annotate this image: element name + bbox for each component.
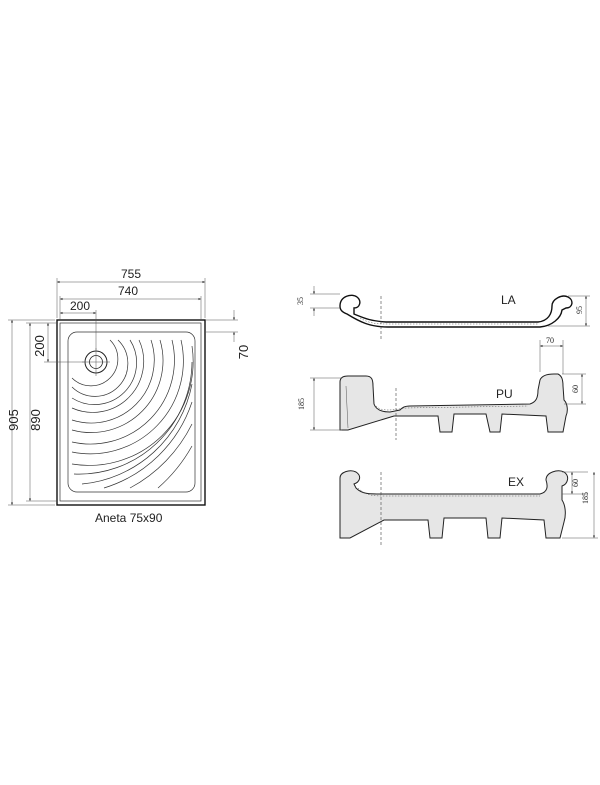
profile-la-label: LA	[501, 293, 516, 307]
dim-outer-width: 755	[121, 267, 141, 281]
plan-view: 755 740 200 200 70	[6, 267, 251, 525]
dim-inner-width: 740	[118, 284, 138, 298]
profile-la: LA 35 95	[296, 286, 590, 340]
tray-inner-outline	[59, 322, 202, 502]
dimension-70: 70	[205, 310, 251, 359]
profile-pu-dim-right: 60	[571, 385, 580, 393]
profile-ex-label: EX	[508, 475, 524, 489]
profile-ex: EX 60 185	[339, 470, 598, 546]
dimension-890: 890	[26, 322, 58, 502]
profile-ex-dim-inner: 60	[571, 479, 580, 487]
profile-pu: PU 185 70 60	[297, 336, 586, 440]
plan-caption: Aneta 75x90	[95, 511, 163, 525]
dimension-740: 740	[59, 284, 202, 321]
dim-outer-length: 905	[6, 409, 21, 431]
dimension-905: 905	[6, 319, 55, 506]
dimension-200-vertical: 200	[32, 323, 84, 363]
dim-rim: 70	[236, 345, 251, 359]
dim-inner-length: 890	[28, 409, 43, 431]
dim-drain-y: 200	[32, 335, 47, 357]
profile-la-dim-left: 35	[296, 297, 305, 305]
tray-outer-outline	[56, 319, 206, 506]
profile-la-dim-right: 95	[575, 306, 584, 314]
anti-slip-pattern	[71, 339, 194, 489]
profile-pu-label: PU	[496, 387, 513, 401]
dimension-200-horizontal: 200	[60, 299, 97, 350]
dim-drain-x: 200	[70, 299, 90, 313]
profile-pu-dim-left: 185	[297, 398, 306, 410]
dimension-755: 755	[56, 267, 206, 318]
tray-basin	[67, 331, 196, 493]
profile-ex-dim-outer: 185	[581, 492, 590, 504]
profile-pu-dim-top: 70	[546, 336, 554, 345]
